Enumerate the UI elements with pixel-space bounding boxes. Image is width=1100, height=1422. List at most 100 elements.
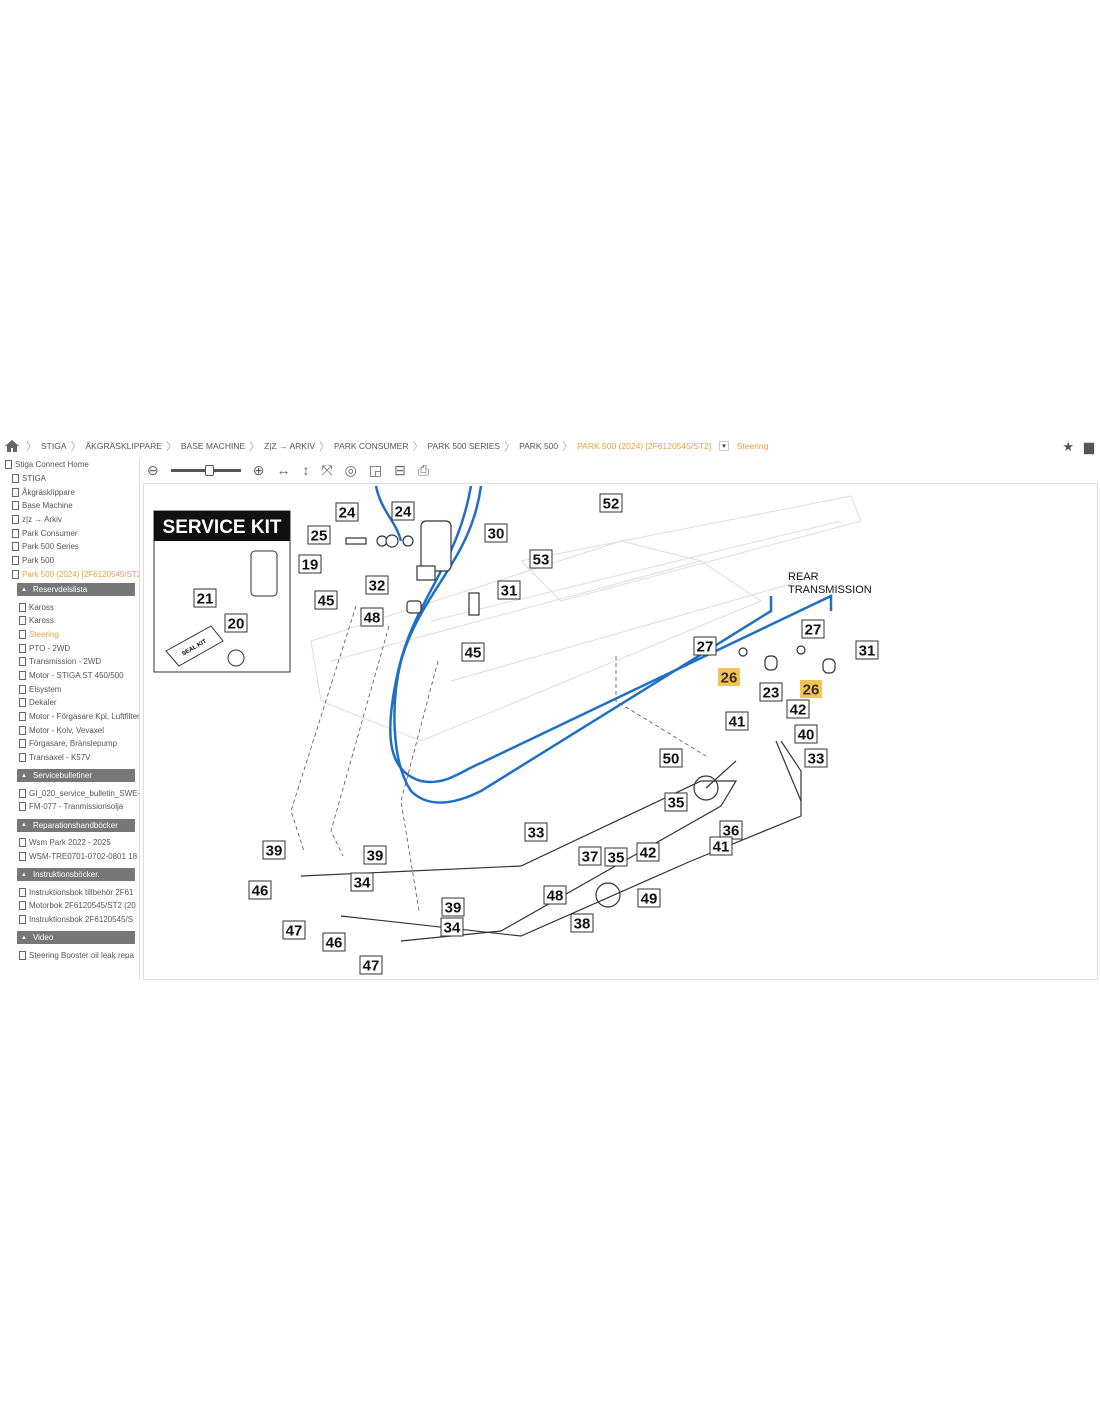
list-item[interactable]: Instruktionsbok 2F6120545/S	[0, 913, 139, 927]
section-header[interactable]: ▲Servicebulletiner	[17, 769, 135, 783]
part-callout[interactable]: 48	[543, 885, 567, 905]
zoom-area-icon[interactable]: ◲	[368, 461, 383, 478]
part-callout[interactable]: 35	[664, 792, 688, 812]
part-callout[interactable]: 41	[725, 711, 749, 731]
tree-item[interactable]: STIGA	[0, 472, 139, 486]
breadcrumb-item[interactable]: PARK 500	[519, 441, 559, 451]
collapse-icon[interactable]: ▲	[21, 871, 27, 878]
collapse-icon[interactable]: ▲	[21, 772, 27, 779]
section-header[interactable]: ▲Reparationshandböcker	[17, 818, 135, 832]
zoom-out-icon[interactable]: ⊖	[147, 461, 159, 478]
part-callout[interactable]: 33	[524, 822, 548, 842]
part-callout[interactable]: 40	[794, 724, 818, 744]
exploded-diagram-viewer[interactable]: SERVICE KIT SEAL KIT REAR TRANSMISSION 2…	[143, 483, 1098, 980]
list-item[interactable]: Transaxel - K57V	[0, 751, 139, 765]
list-item[interactable]: WSM-TRE0701-0702-0801 18	[0, 850, 139, 864]
section-header[interactable]: ▲Instruktionsböcker.	[17, 868, 135, 882]
tree-item[interactable]: Park 500 Series	[0, 540, 139, 554]
collapse-icon[interactable]: ▲	[21, 822, 27, 829]
part-callout[interactable]: 42	[786, 699, 810, 719]
part-callout[interactable]: 39	[441, 897, 465, 917]
tree-item[interactable]: Park 500 (2024) [2F6120545/ST2]	[0, 568, 139, 582]
list-item[interactable]: Förgasare, Bränslepump	[0, 737, 139, 751]
fit-page-icon[interactable]: ⤧	[321, 461, 333, 478]
part-callout[interactable]: 52	[599, 493, 623, 513]
part-callout[interactable]: 19	[298, 554, 322, 574]
list-item[interactable]: Motor - STIGA ST 450/500	[0, 669, 139, 683]
list-item[interactable]: Wsm Park 2022 - 2025	[0, 836, 139, 850]
part-callout[interactable]: 39	[363, 845, 387, 865]
breadcrumb-item[interactable]: PARK 500 SERIES	[427, 441, 501, 451]
part-callout[interactable]: 24	[335, 502, 359, 522]
part-callout[interactable]: 45	[314, 590, 338, 610]
part-callout[interactable]: 49	[637, 888, 661, 908]
part-callout[interactable]: 27	[801, 619, 825, 639]
part-callout[interactable]: 38	[570, 913, 594, 933]
part-callout[interactable]: 39	[262, 840, 286, 860]
zoom-slider[interactable]	[170, 464, 241, 476]
part-callout[interactable]: 36	[719, 820, 743, 840]
list-item[interactable]: Steering	[0, 628, 139, 642]
zoom-in-icon[interactable]: ⊕	[252, 461, 265, 478]
fit-width-icon[interactable]: ↔	[276, 462, 291, 478]
part-callout[interactable]: 50	[659, 748, 683, 768]
part-callout[interactable]: 20	[224, 613, 248, 633]
breadcrumb-dropdown[interactable]: ▾	[719, 441, 729, 451]
tree-item[interactable]: Park Consumer	[0, 526, 139, 540]
split-view-icon[interactable]: ⊟	[394, 461, 406, 478]
part-callout[interactable]: 31	[855, 640, 879, 660]
part-callout[interactable]: 45	[461, 642, 485, 662]
breadcrumb-item-active[interactable]: PARK 500 (2024) [2F6120545/ST2]	[577, 441, 712, 451]
part-callout[interactable]: 24	[391, 501, 415, 521]
list-item[interactable]: Transmission - 2WD	[0, 655, 139, 669]
part-callout[interactable]: 31	[497, 580, 521, 600]
section-header[interactable]: ▲Reservdelslista	[17, 583, 135, 597]
list-item[interactable]: Dekaler	[0, 696, 139, 710]
breadcrumb-item[interactable]: ÅKGRÄSKLIPPARE	[85, 441, 162, 451]
print-icon[interactable]: ⎙	[417, 461, 430, 478]
part-callout[interactable]: 48	[360, 607, 384, 627]
breadcrumb-item[interactable]: STIGA	[41, 441, 67, 451]
list-item[interactable]: Steering Booster oil leak repa	[0, 948, 139, 962]
section-header[interactable]: ▲Video	[17, 931, 135, 945]
part-callout[interactable]: 42	[636, 842, 660, 862]
breadcrumb-item[interactable]: PARK CONSUMER	[334, 441, 409, 451]
center-icon[interactable]: ◎	[344, 461, 357, 478]
tree-item[interactable]: Åkgräsklippare	[0, 485, 139, 499]
list-item[interactable]: Elsystem	[0, 682, 139, 696]
part-callout[interactable]: 33	[804, 748, 828, 768]
fit-height-icon[interactable]: ↕	[302, 462, 310, 478]
part-callout[interactable]: 53	[529, 549, 553, 569]
star-icon[interactable]: ★	[1062, 439, 1074, 454]
list-item[interactable]: FM-077 - Tranmissionsolja	[0, 800, 139, 814]
part-callout[interactable]: 34	[440, 917, 464, 937]
part-callout[interactable]: 25	[307, 525, 331, 545]
home-icon[interactable]	[4, 439, 20, 453]
tree-item[interactable]: Stiga Connect Home	[0, 458, 139, 472]
part-callout[interactable]: 47	[282, 920, 306, 940]
part-callout[interactable]: 27	[693, 636, 717, 656]
part-callout[interactable]: 37	[578, 846, 602, 866]
tree-item[interactable]: Park 500	[0, 554, 139, 568]
part-callout[interactable]: 47	[359, 955, 383, 975]
part-callout[interactable]: 30	[484, 523, 508, 543]
part-callout[interactable]: 26	[800, 680, 822, 699]
part-callout[interactable]: 32	[365, 575, 389, 595]
breadcrumb-item[interactable]: BASE MACHINE	[180, 441, 246, 451]
list-item[interactable]: Kaross	[0, 614, 139, 628]
list-item[interactable]: Kaross	[0, 600, 139, 614]
part-callout[interactable]: 46	[248, 880, 272, 900]
list-item[interactable]: PTO - 2WD	[0, 641, 139, 655]
list-item[interactable]: GI_020_service_bulletin_SWE-	[0, 786, 139, 800]
list-item[interactable]: Instruktionsbok tillbehör 2F61	[0, 885, 139, 899]
part-callout[interactable]: 35	[604, 847, 628, 867]
list-item[interactable]: Motorbok 2F6120545/ST2 (20	[0, 899, 139, 913]
part-callout[interactable]: 34	[350, 872, 374, 892]
part-callout[interactable]: 26	[718, 668, 740, 687]
list-item[interactable]: Motor - Förgasare Kpl, Luftfilter	[0, 710, 139, 724]
note-icon[interactable]: ▆	[1084, 439, 1094, 454]
tree-item[interactable]: z|z → Arkiv	[0, 513, 139, 527]
part-callout[interactable]: 41	[709, 836, 733, 856]
breadcrumb-item[interactable]: Z|Z → ARKIV	[264, 441, 315, 451]
part-callout[interactable]: 23	[759, 682, 783, 702]
